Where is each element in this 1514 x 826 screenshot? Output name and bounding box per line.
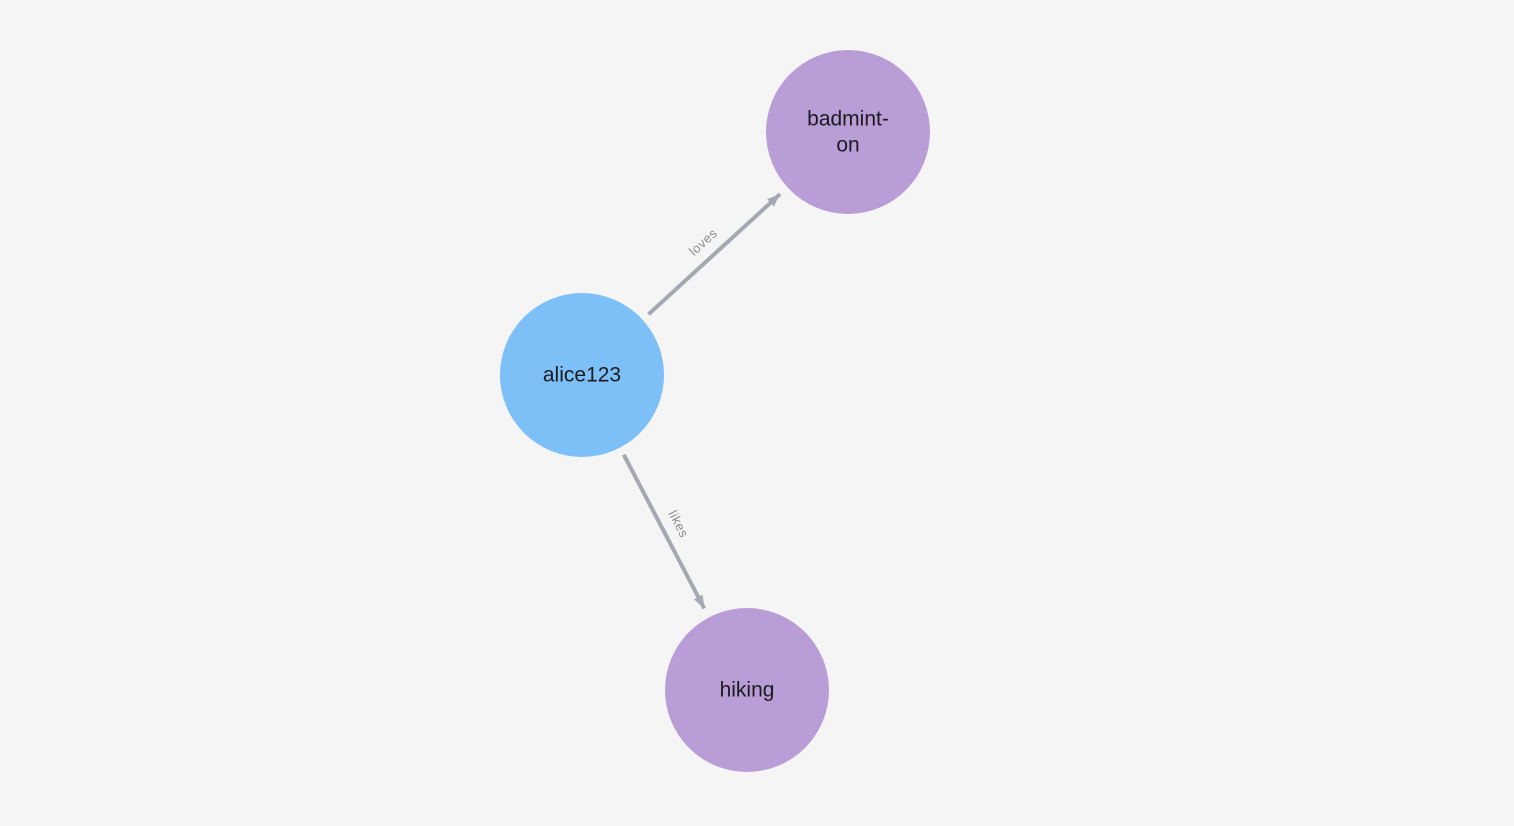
edge-line-loves[interactable]	[647, 192, 782, 316]
node-badminton[interactable]: badmint-on	[766, 50, 930, 214]
edge-label-likes[interactable]: likes	[665, 508, 692, 540]
edge-likes: likes	[621, 453, 707, 610]
node-alice123[interactable]: alice123	[500, 293, 664, 457]
edge-loves: loves	[647, 192, 782, 316]
node-circle-hiking[interactable]	[665, 608, 829, 772]
node-hiking[interactable]: hiking	[665, 608, 829, 772]
node-circle-badminton[interactable]	[766, 50, 930, 214]
node-circle-alice123[interactable]	[500, 293, 664, 457]
edge-line-likes[interactable]	[621, 453, 707, 610]
